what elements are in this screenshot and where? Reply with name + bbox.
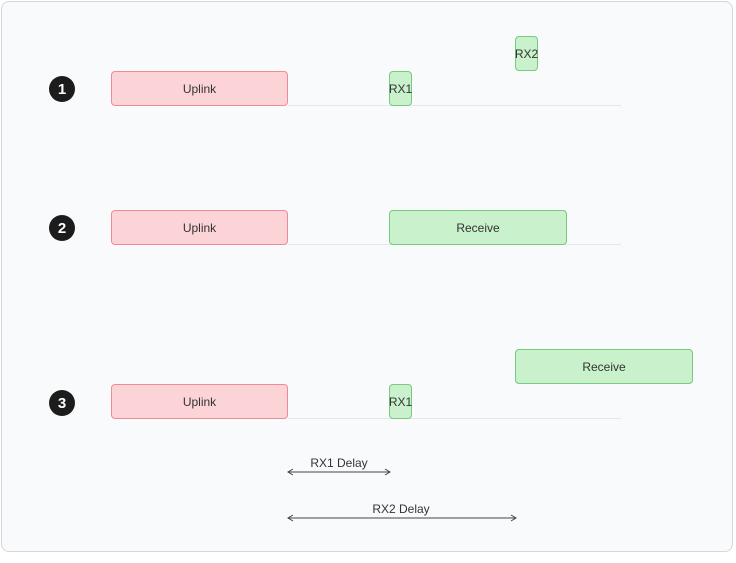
rx1-window-3: RX1 xyxy=(389,384,412,419)
row-number-3: 3 xyxy=(49,390,75,416)
rx2-delay-arrow xyxy=(287,514,517,522)
uplink-block-2: Uplink xyxy=(111,210,288,245)
rx1-window-1: RX1 xyxy=(389,71,412,106)
receive-block-3: Receive xyxy=(515,349,693,384)
rx1-delay-label: RX1 Delay xyxy=(310,456,368,470)
rx1-delay-arrow xyxy=(287,468,391,476)
row-number-1: 1 xyxy=(49,76,75,102)
rx2-window-1: RX2 xyxy=(515,36,538,71)
timeline-baseline-3 xyxy=(288,418,621,419)
rx2-delay-label: RX2 Delay xyxy=(372,502,430,516)
row-number-2: 2 xyxy=(49,215,75,241)
uplink-block-3: Uplink xyxy=(111,384,288,419)
receive-block-2: Receive xyxy=(389,210,567,245)
timeline-baseline-1 xyxy=(288,105,621,106)
uplink-block-1: Uplink xyxy=(111,71,288,106)
